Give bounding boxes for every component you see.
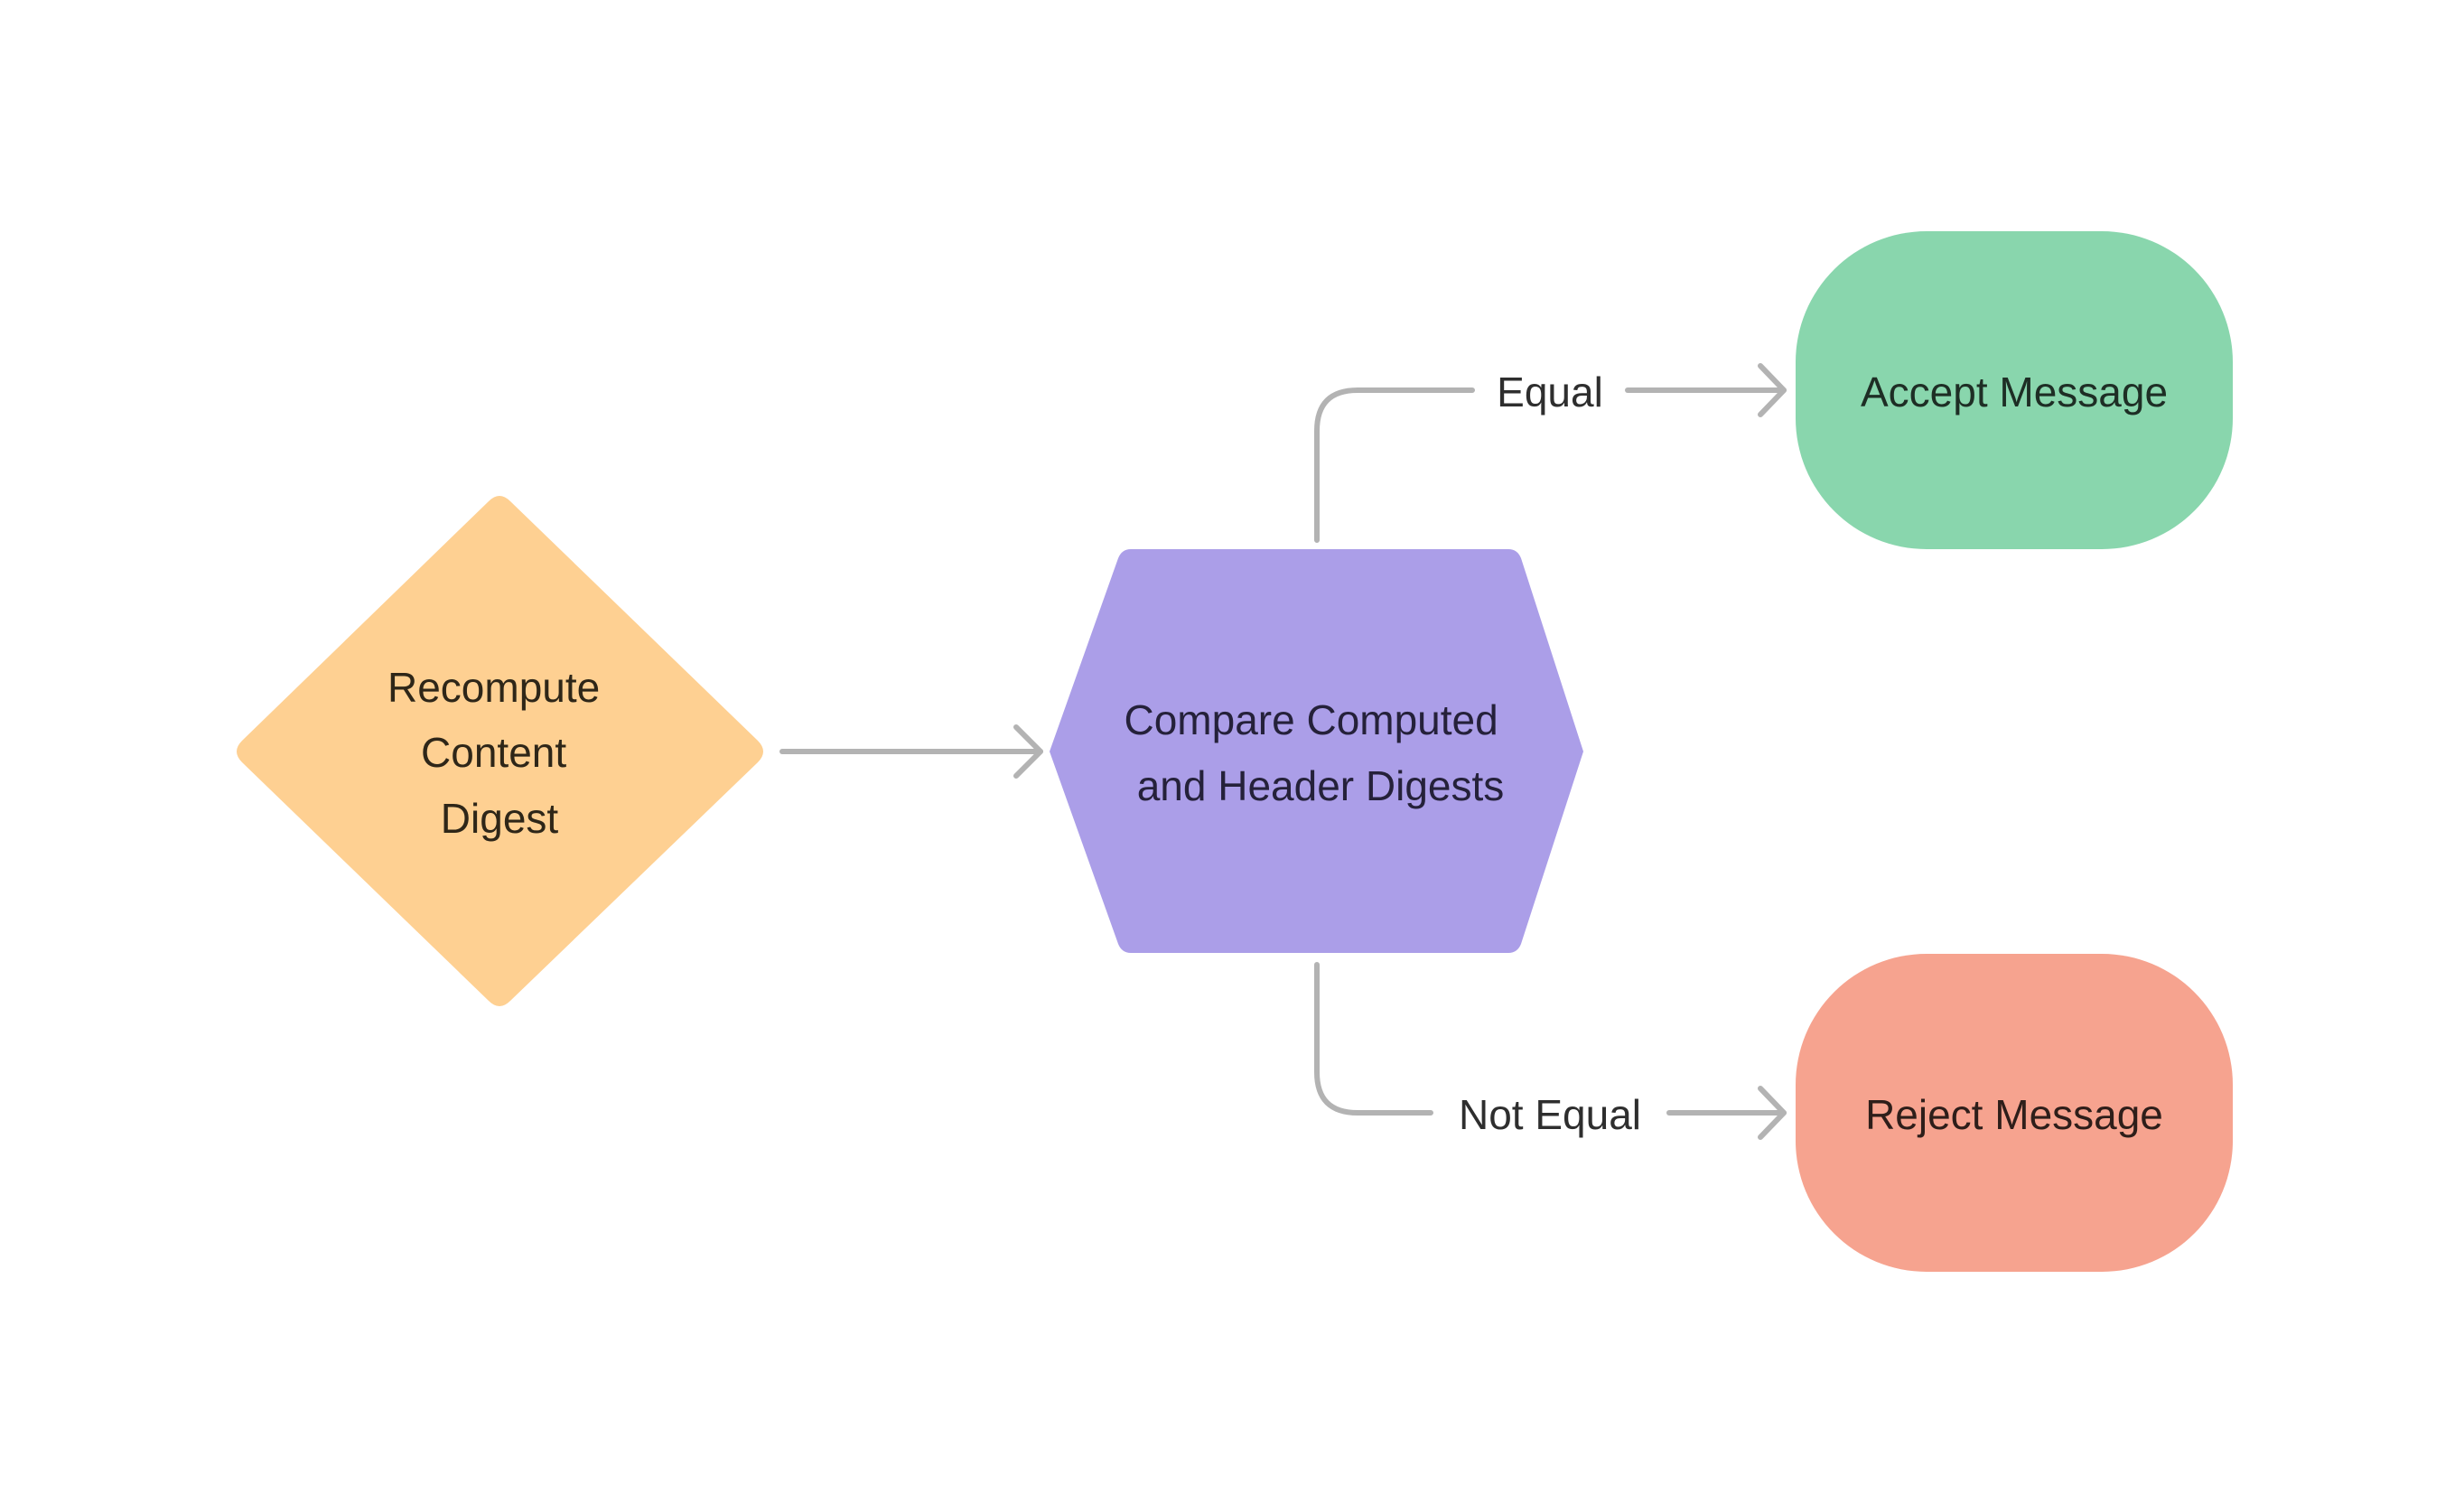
node-accept-message[interactable]: Accept Message	[1796, 231, 2233, 549]
arrowhead-icon	[1013, 724, 1043, 779]
connector-line	[1314, 962, 1433, 1116]
edge-compare-to-reject[interactable]: Not Equal	[1314, 962, 1787, 1140]
node-recompute-line-1: Recompute	[387, 664, 600, 711]
edge-compare-to-accept[interactable]: Equal	[1314, 363, 1787, 543]
diamond-shape	[237, 496, 763, 1006]
edge-label-equal: Equal	[1497, 369, 1603, 415]
edge-label-not-equal: Not Equal	[1459, 1091, 1641, 1138]
edge-recompute-to-compare[interactable]	[779, 724, 1043, 779]
node-reject-line-1: Reject Message	[1865, 1091, 2163, 1138]
node-recompute-label: Recompute Content Digest	[387, 664, 611, 842]
node-reject-label: Reject Message	[1865, 1091, 2163, 1138]
node-compare-line-2: and Header Digests	[1137, 762, 1505, 809]
node-compare-digests[interactable]: Compare Computed and Header Digests	[1050, 549, 1583, 953]
rounded-rect-shape	[1796, 954, 2233, 1272]
rounded-rect-shape	[1796, 231, 2233, 549]
node-accept-line-1: Accept Message	[1861, 369, 2168, 415]
node-compare-label: Compare Computed and Header Digests	[1125, 696, 1510, 809]
node-recompute-line-3: Digest	[441, 795, 559, 842]
arrowhead-icon	[1758, 363, 1787, 417]
connector-line	[1314, 387, 1475, 543]
node-accept-label: Accept Message	[1861, 369, 2168, 415]
node-reject-message[interactable]: Reject Message	[1796, 954, 2233, 1272]
node-recompute-line-2: Content	[421, 729, 566, 776]
node-recompute-content-digest[interactable]: Recompute Content Digest	[237, 496, 763, 1006]
arrowhead-icon	[1758, 1086, 1787, 1140]
node-compare-line-1: Compare Computed	[1125, 696, 1498, 743]
hexagon-shape	[1050, 549, 1583, 953]
